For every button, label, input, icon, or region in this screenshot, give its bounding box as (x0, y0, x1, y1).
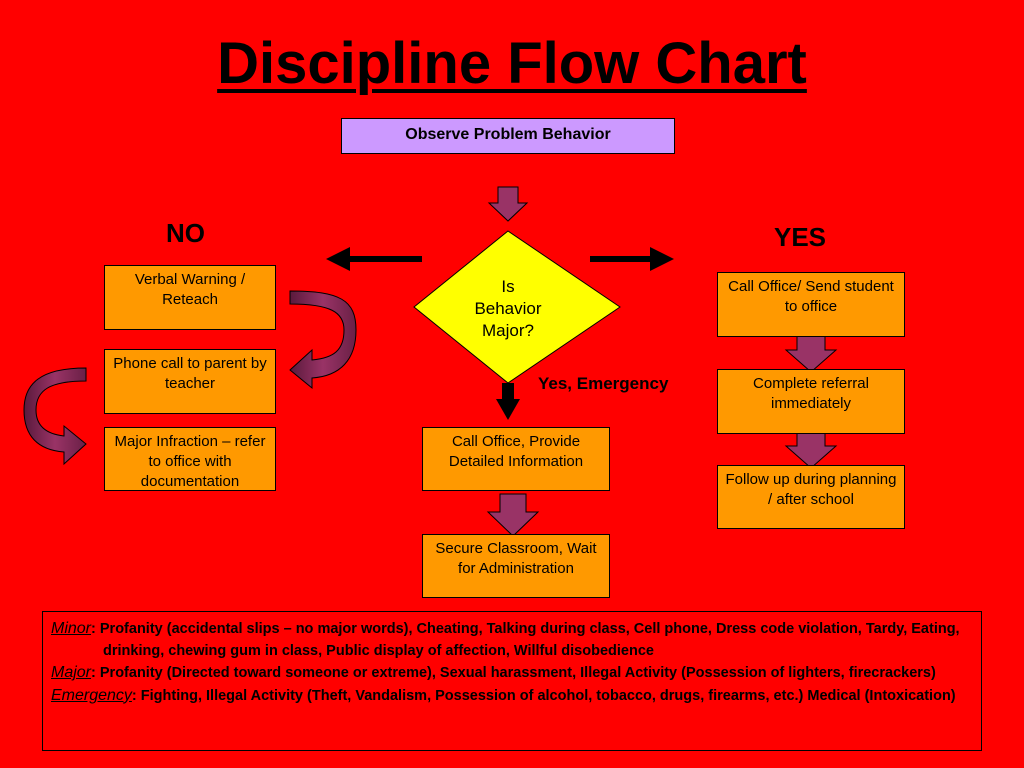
legend-term: Emergency (51, 686, 132, 704)
observe-behavior-box: Observe Problem Behavior (341, 118, 675, 154)
emergency-step-1: Call Office, Provide Detailed Informatio… (422, 427, 610, 491)
right-arrow-yes (590, 247, 674, 271)
decision-text: Is Behavior Major? (458, 276, 558, 342)
legend-emergency: Emergency: Fighting, Illegal Activity (T… (51, 686, 956, 704)
curved-arrow-right (289, 290, 357, 390)
legend-text: Profanity (Directed toward someone or ex… (95, 665, 936, 681)
down-arrow-yes-1 (784, 332, 838, 373)
legend-major: Major: Profanity (Directed toward someon… (51, 664, 936, 681)
emergency-step-2: Secure Classroom, Wait for Administratio… (422, 534, 610, 598)
legend-text: Profanity (accidental slips – no major w… (95, 621, 960, 659)
legend-term: Minor (51, 620, 92, 637)
yes-step-2: Complete referral immediately (717, 369, 905, 434)
legend-term: Major (51, 664, 92, 681)
left-arrow-no (326, 247, 422, 271)
page-title: Discipline Flow Chart (217, 31, 807, 96)
emergency-label: Yes, Emergency (538, 374, 669, 393)
legend-text: Fighting, Illegal Activity (Theft, Vanda… (136, 687, 956, 704)
decision-line-3: Major? (482, 321, 534, 340)
curved-arrow-left (23, 367, 87, 466)
legend-box: Minor: Profanity (accidental slips – no … (42, 611, 982, 751)
decision-line-1: Is (501, 277, 515, 296)
down-arrow-emergency-2 (486, 493, 540, 537)
no-step-2: Phone call to parent by teacher (104, 349, 276, 414)
down-arrow-start (487, 186, 529, 222)
decision-line-2: Behavior (474, 299, 542, 318)
legend-minor: Minor: Profanity (accidental slips – no … (51, 620, 960, 659)
no-step-1: Verbal Warning / Reteach (104, 265, 276, 330)
yes-step-3: Follow up during planning / after school (717, 465, 905, 529)
yes-label: YES (774, 222, 827, 252)
down-arrow-emergency (496, 383, 520, 420)
no-step-3: Major Infraction – refer to office with … (104, 427, 276, 491)
yes-step-1: Call Office/ Send student to office (717, 272, 905, 337)
no-label: NO (166, 218, 205, 248)
